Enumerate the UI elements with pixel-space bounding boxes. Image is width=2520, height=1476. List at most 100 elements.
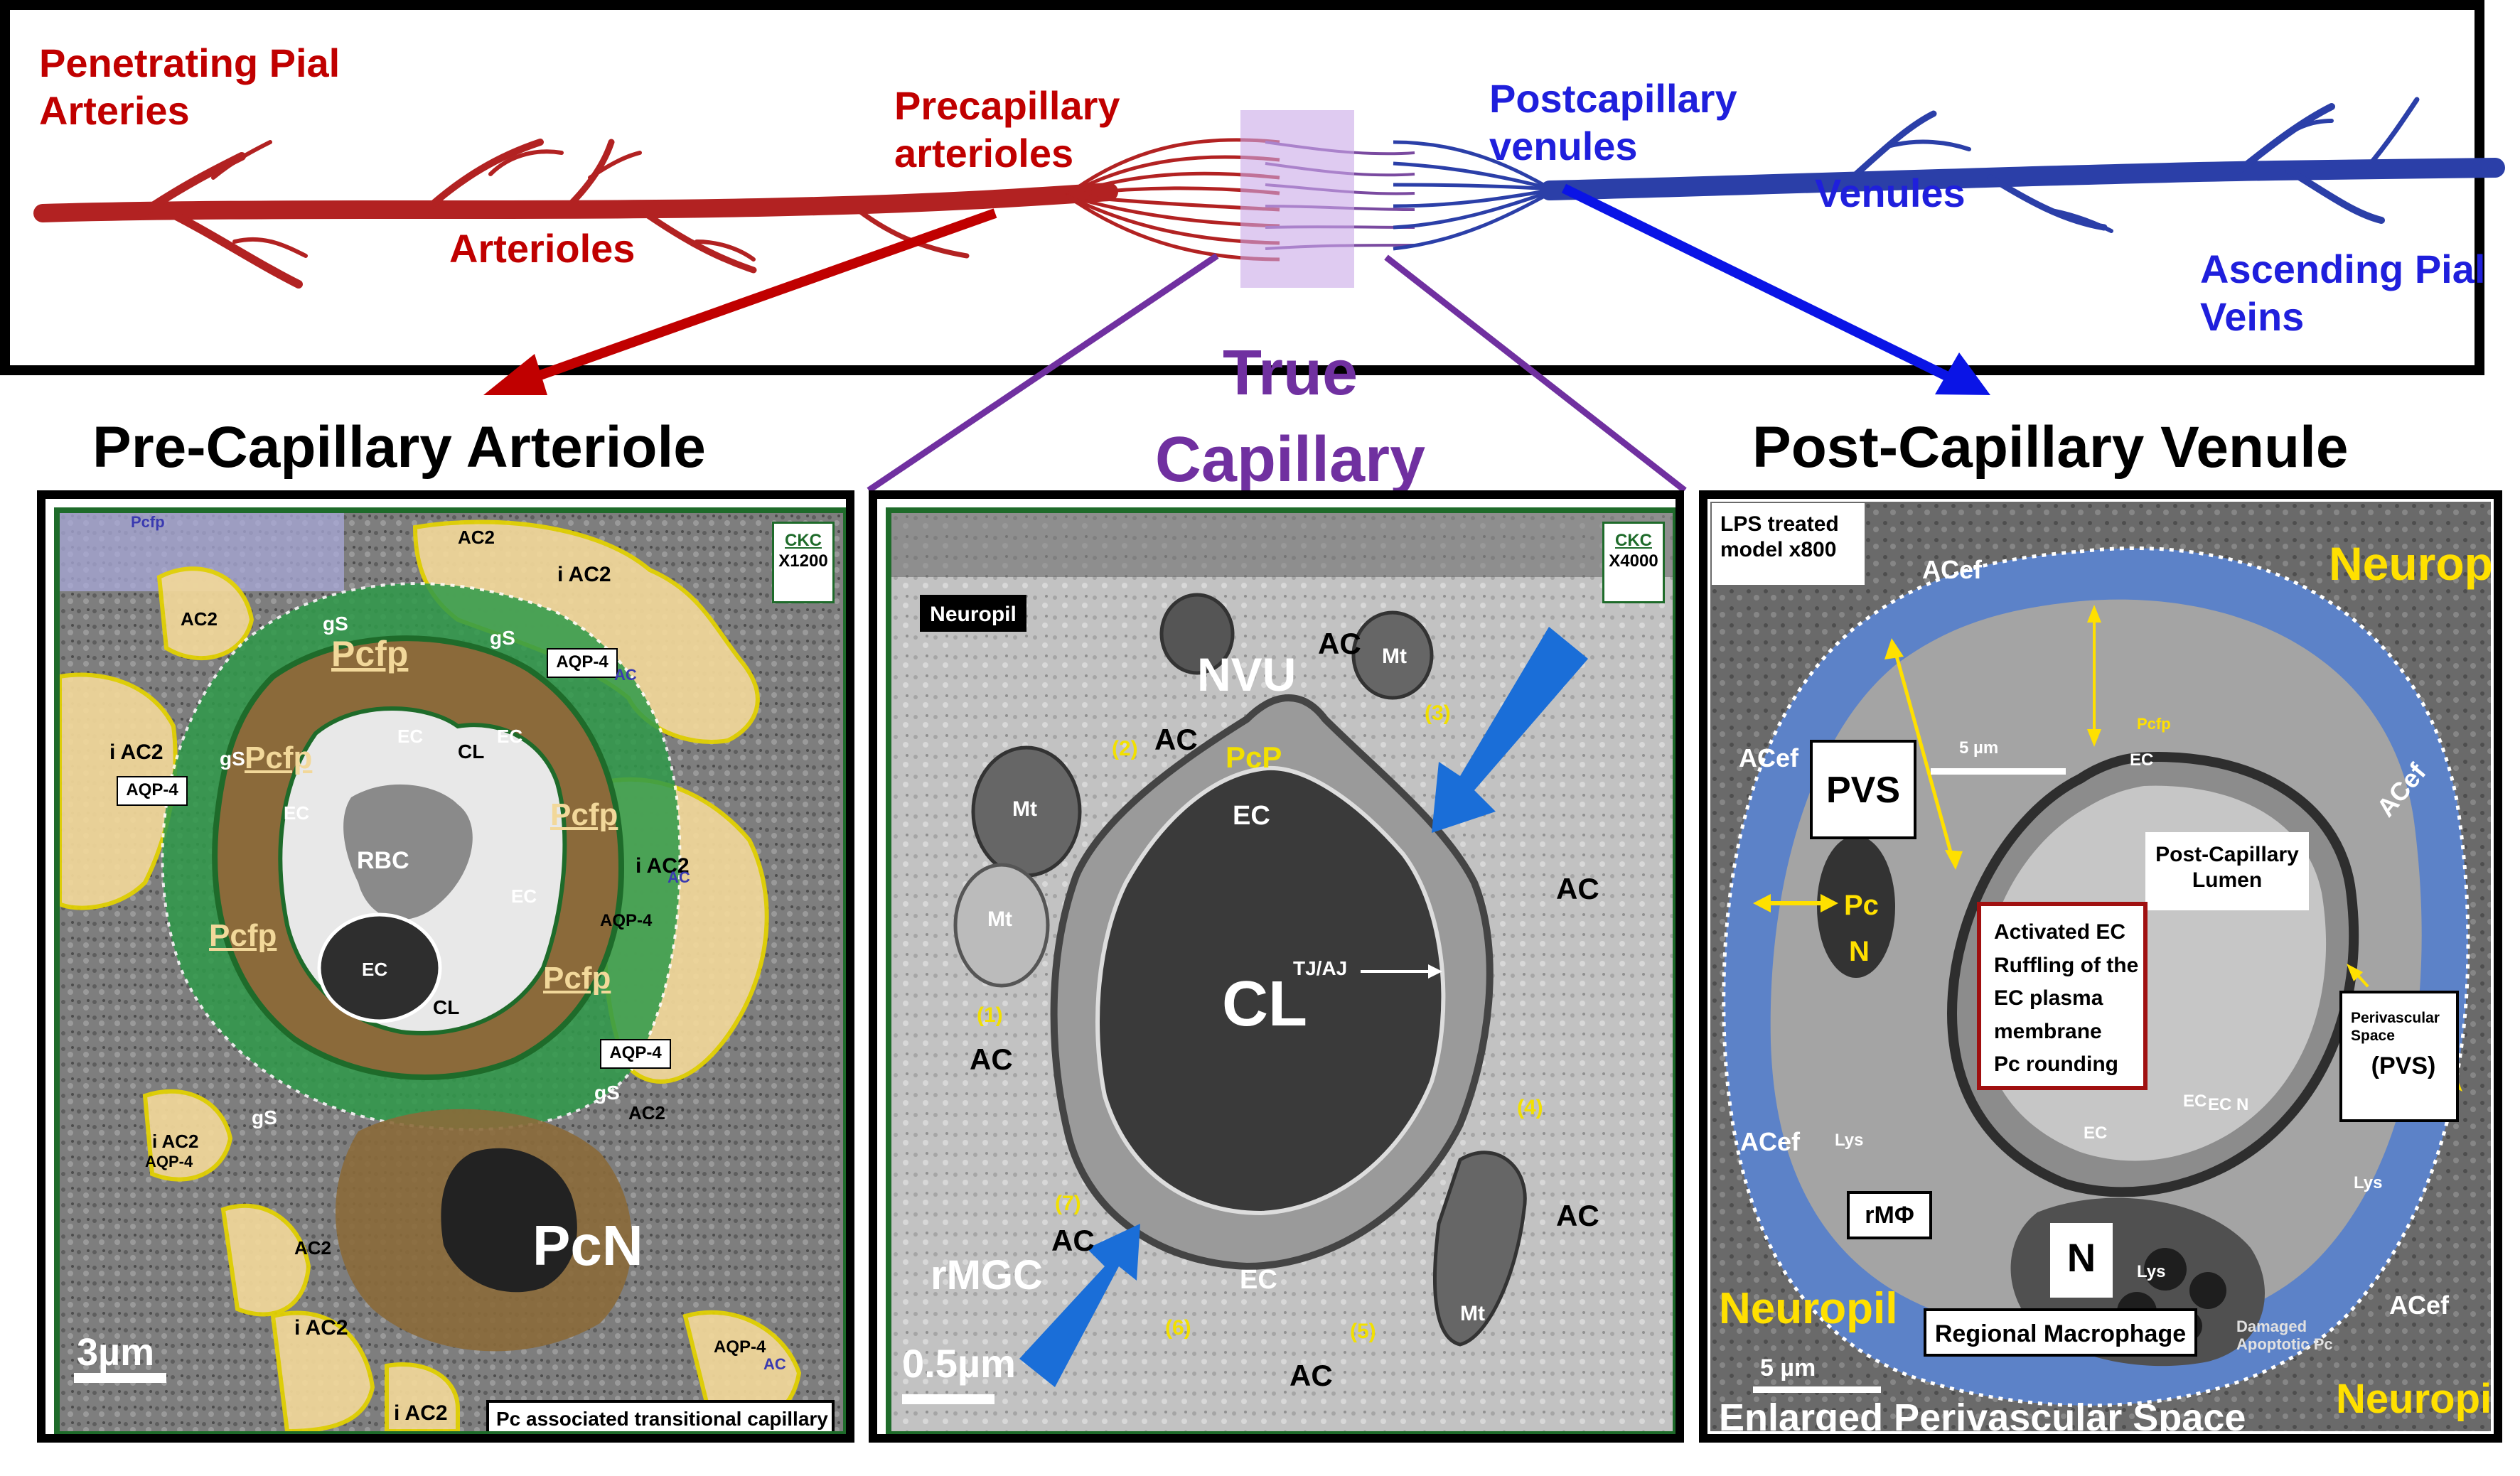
- label-cl: CL: [1222, 969, 1307, 1040]
- label-ac2: AC2: [628, 1102, 666, 1124]
- label-region-number: (5): [1350, 1320, 1376, 1343]
- label-acef: ACef: [1740, 1127, 1801, 1156]
- label-cl: CL: [458, 740, 485, 763]
- label-acef: ACef: [1739, 743, 1799, 772]
- label-pcfp: Pcfp: [331, 634, 409, 674]
- label-region-number: (3): [1425, 701, 1451, 725]
- label-aqp4: AQP-4: [714, 1337, 766, 1357]
- label-ac2: AC2: [458, 527, 495, 548]
- label-iac2: i AC2: [557, 563, 611, 586]
- right-scale-label-bottom: 5 µm: [1760, 1354, 1816, 1381]
- label-lys: Lys: [1835, 1131, 1864, 1150]
- label-rmgc: rMGC: [931, 1252, 1043, 1298]
- label-aqp4: AQP-4: [145, 1153, 193, 1170]
- label-aqp4: AQP-4: [117, 776, 188, 806]
- true-capillary-highlight: [1240, 110, 1354, 288]
- label-neuropil-badge: Neuropil: [920, 595, 1026, 632]
- label-ec: EC: [2183, 1092, 2207, 1111]
- left-micrograph-drawing: [60, 513, 843, 1431]
- label-neuropil: Neuropil: [1719, 1284, 1898, 1333]
- zoom-line-right: [1384, 254, 1687, 493]
- label-pvs: PVS: [1810, 740, 1916, 839]
- label-ac: AC: [763, 1355, 786, 1373]
- left-caption: Pc associated transitional capillary g: [486, 1400, 835, 1431]
- label-mt: Mt: [1460, 1302, 1485, 1325]
- label-iac2: i AC2: [294, 1316, 348, 1340]
- label-cl: CL: [433, 996, 460, 1018]
- blue-arrow-shaft: [1561, 183, 1951, 382]
- label-aqp4: AQP-4: [600, 911, 653, 930]
- label-pcfp: Pcfp: [209, 918, 277, 953]
- label-pcfp: Pcfp: [550, 797, 618, 832]
- label-pc: Pc: [1844, 890, 1879, 921]
- label-neuropil: Neuropil: [2336, 1376, 2491, 1422]
- label-iac2: i AC2: [152, 1131, 199, 1152]
- label-ec: EC: [2084, 1124, 2108, 1143]
- label-region-number: (4): [1517, 1096, 1543, 1119]
- label-region-number: (6): [1165, 1316, 1191, 1340]
- label-pcfp: Pcfp: [543, 961, 611, 996]
- label-regional-macrophage: Regional Macrophage: [1924, 1308, 2197, 1357]
- center-scale-label: 0.5µm: [902, 1341, 1016, 1386]
- label-ec: EC: [362, 959, 388, 980]
- label-ac: AC: [1318, 627, 1361, 660]
- label-neuropil: Neuropil: [2329, 537, 2491, 590]
- label-ac2: AC2: [294, 1237, 332, 1259]
- venous-tree: [1540, 97, 2505, 233]
- title-pre-capillary-arteriole: Pre-Capillary Arteriole: [92, 415, 706, 480]
- label-ec: EC: [397, 726, 424, 747]
- label-gs: gS: [490, 627, 515, 649]
- label-ec: EC: [511, 885, 537, 907]
- red-arrow-shaft: [524, 208, 997, 385]
- label-ac: AC: [614, 666, 637, 684]
- label-ac: AC: [1051, 1224, 1095, 1257]
- label-gs: gS: [220, 748, 245, 770]
- label-ec: EC: [497, 726, 523, 747]
- label-ac: AC: [1154, 723, 1198, 756]
- label-lys: Lys: [2137, 1262, 2166, 1281]
- postcapillary-fan: [1393, 140, 1551, 251]
- label-mt: Mt: [1382, 645, 1407, 668]
- blue-arrow-head: [1935, 352, 1990, 395]
- label-ac: AC: [1290, 1359, 1333, 1392]
- label-iac2: i AC2: [394, 1401, 448, 1425]
- label-rmphi: rMΦ: [1847, 1191, 1932, 1239]
- label-region-number: (2): [1112, 737, 1138, 760]
- label-pc-nucleus: N: [1849, 936, 1870, 967]
- label-ac: AC: [667, 868, 690, 886]
- label-ec-nucleus: EC N: [2208, 1095, 2249, 1114]
- label-pcp: PcP: [1226, 740, 1282, 774]
- label-nvu: NVU: [1197, 648, 1297, 701]
- right-scale-label-top: 5 µm: [1959, 738, 1999, 758]
- label-ec-bottom: EC: [1240, 1265, 1277, 1295]
- label-gs: gS: [252, 1106, 277, 1128]
- label-ac2: AC2: [181, 608, 218, 630]
- label-ac: AC: [1556, 1199, 1599, 1232]
- label-aqp4: AQP-4: [547, 648, 618, 678]
- label-pcfp: Pcfp: [2137, 715, 2171, 733]
- red-arrow-head: [483, 354, 547, 395]
- label-mt: Mt: [1012, 797, 1037, 821]
- label-pcn: PcN: [532, 1214, 643, 1277]
- arterial-tree: [33, 139, 1118, 289]
- zoom-line-left: [867, 253, 1219, 493]
- label-acef: ACef: [2389, 1291, 2450, 1320]
- label-venules: Venules: [1815, 171, 1966, 215]
- label-iac2: i AC2: [109, 740, 163, 764]
